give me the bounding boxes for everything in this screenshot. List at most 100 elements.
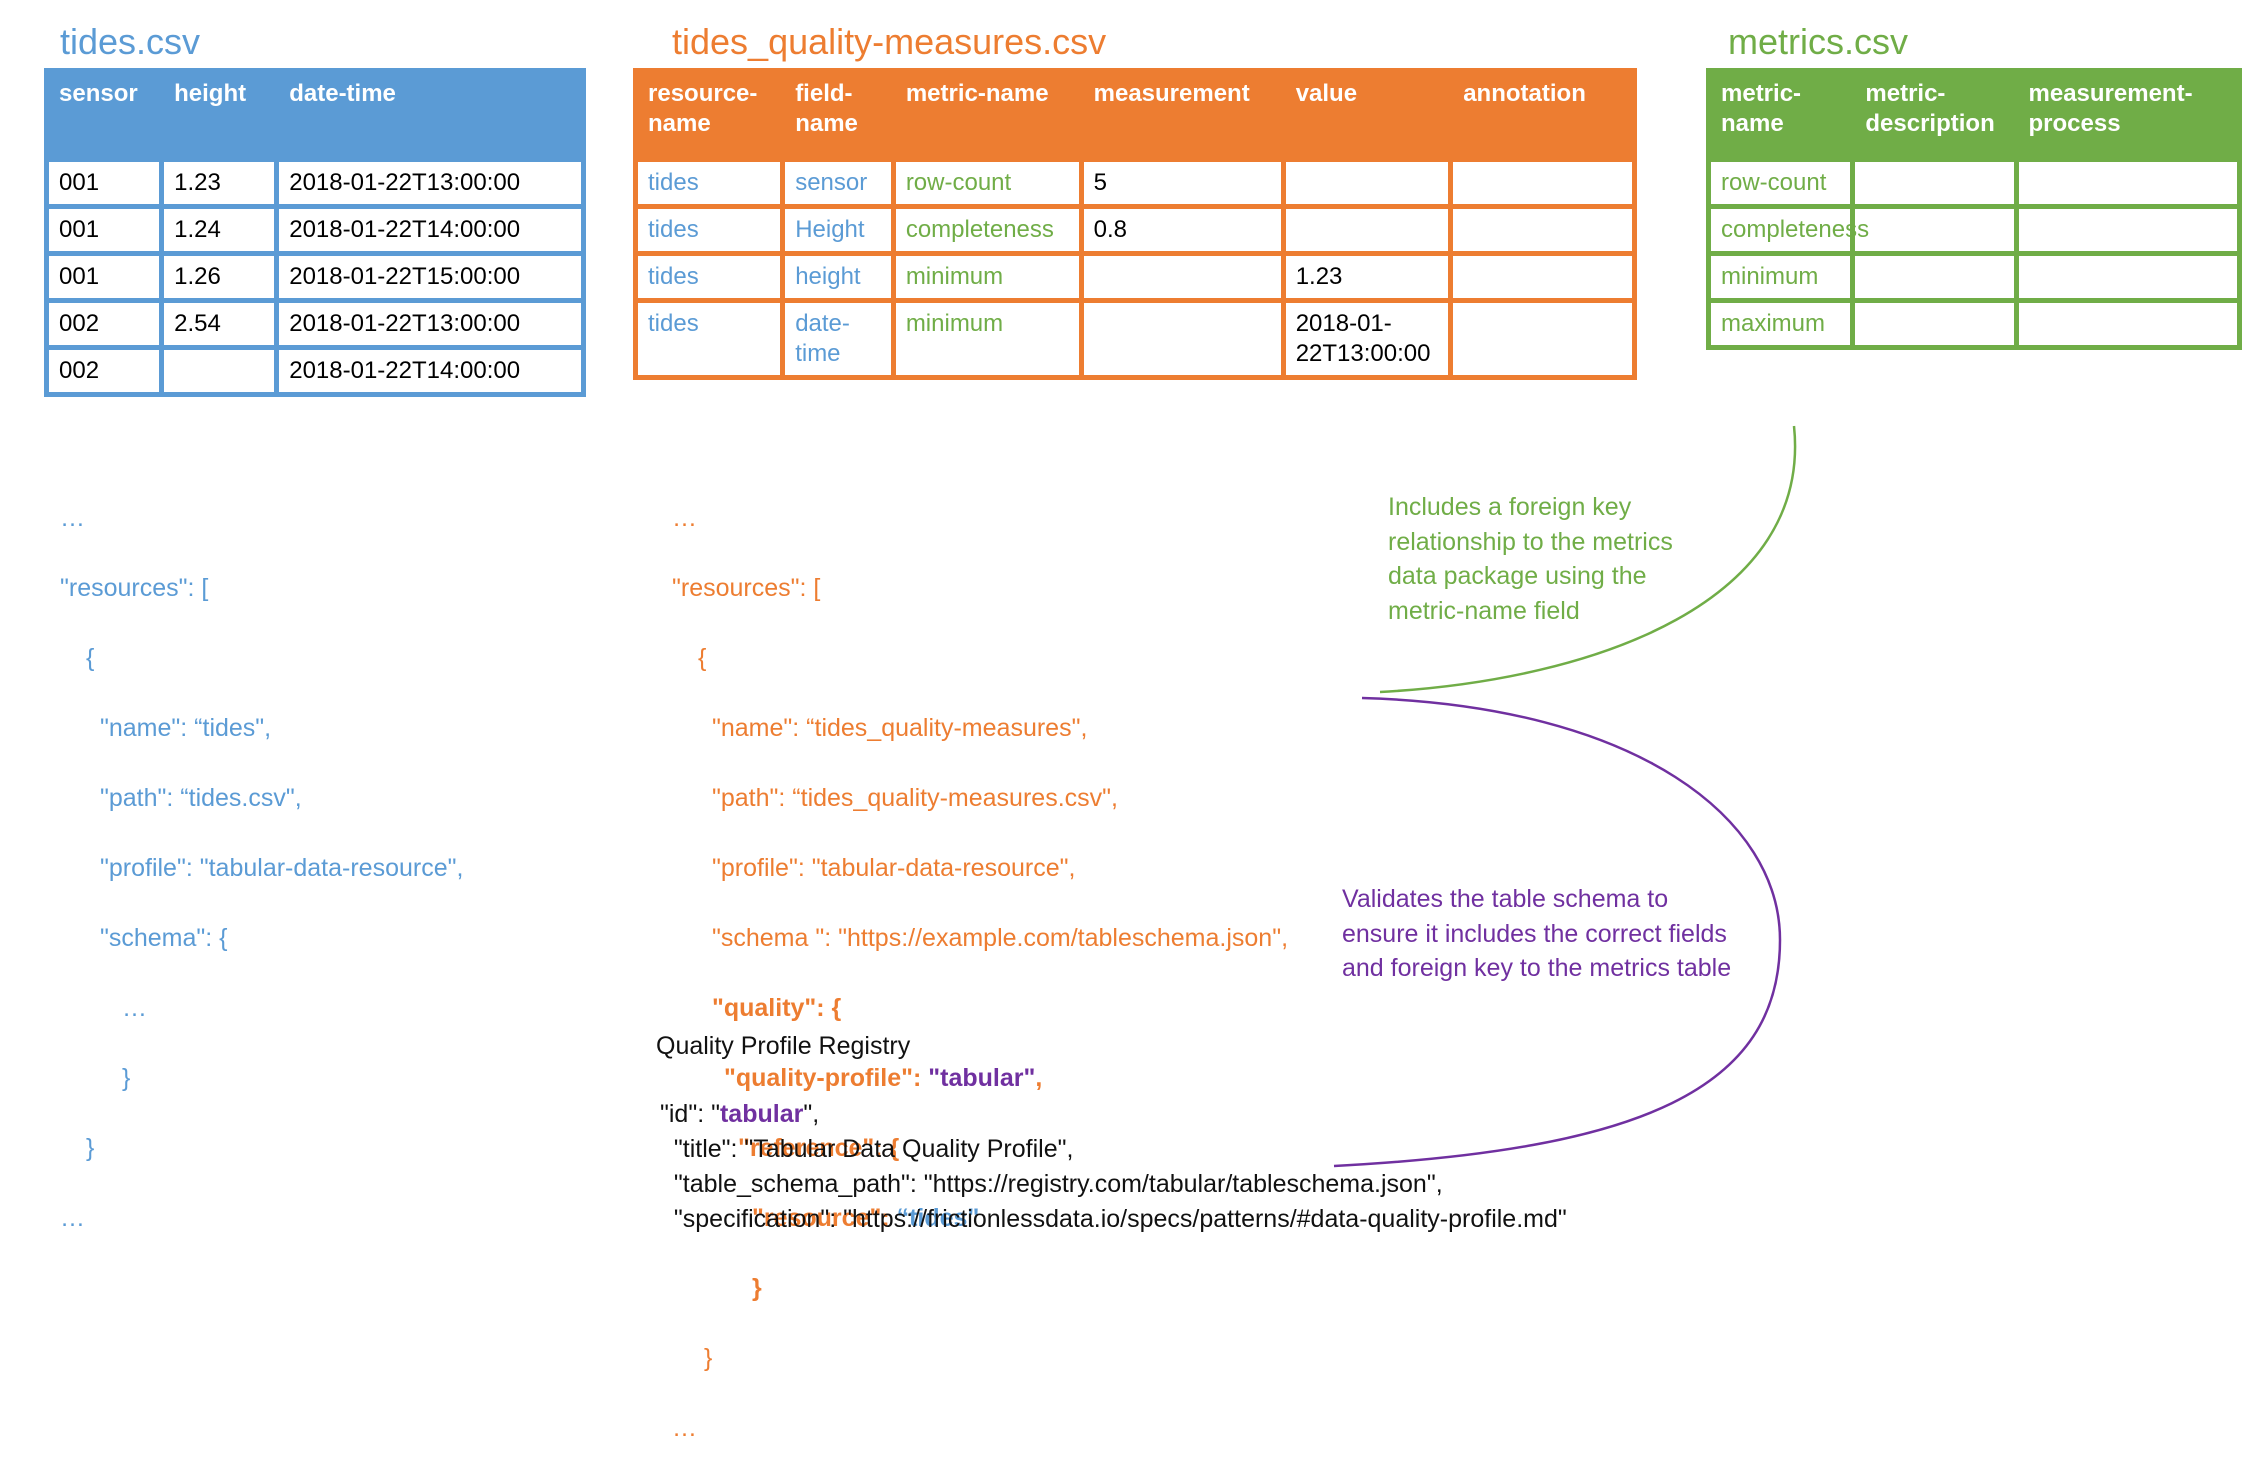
table-cell: 2018-01-22T15:00:00 [279, 256, 581, 298]
code-line: } [752, 1274, 762, 1302]
table-cell: 1.23 [1285, 256, 1449, 298]
note-line: metric-name field [1388, 596, 1580, 625]
table-cell [1453, 303, 1632, 375]
column-header: height [174, 80, 247, 107]
note-line: data package using the [1388, 562, 1647, 590]
note-line: Validates the table schema to [1342, 885, 1669, 913]
table-cell [2018, 162, 2237, 204]
code-line: "resources": [ [672, 574, 821, 602]
code-line: "quality-profile": "tabular", [672, 1061, 1288, 1096]
table-cell: completeness [1711, 209, 1869, 251]
table-cell: 1.26 [164, 256, 275, 298]
table-row: tides sensor row-count 5 [638, 162, 1632, 204]
table-cell: tides [638, 209, 781, 251]
table-cell: tides [638, 303, 781, 375]
table-cell [1453, 209, 1632, 251]
code-line: "path": “tides_quality-measures.csv", [712, 784, 1118, 812]
table-cell [164, 350, 275, 392]
column-header: resource-name [648, 80, 758, 137]
table-row: tides height minimum 1.23 [638, 256, 1632, 298]
code-line: { [86, 644, 95, 672]
table-cell: completeness [895, 209, 1079, 251]
table-cell: minimum [1711, 256, 1851, 298]
table-cell [1285, 162, 1449, 204]
table-cell: 001 [49, 256, 160, 298]
note-line: Includes a foreign key [1388, 493, 1632, 521]
table-cell: row-count [1711, 162, 1851, 204]
note-line: ensure it includes the correct fields [1342, 919, 1727, 948]
table-cell: 002 [49, 303, 160, 345]
table-cell [1855, 162, 2014, 204]
table-cell [1453, 162, 1632, 204]
table-header-row: metric-name metric-description measureme… [1711, 73, 2237, 157]
code-token: “tides" [896, 1204, 980, 1232]
table-row: maximum [1711, 303, 2237, 345]
code-line: … [672, 1414, 697, 1442]
code-token: "resource": [752, 1204, 897, 1232]
code-line: } [122, 1064, 131, 1092]
code-token: "tabular" [928, 1064, 1036, 1092]
code-token: ", [803, 1100, 820, 1128]
table-cell [2018, 209, 2237, 251]
table-cell [2018, 303, 2237, 345]
table-cell: sensor [785, 162, 891, 204]
table-cell: tides [638, 162, 781, 204]
code-token: "quality-profile": [724, 1064, 929, 1092]
table-cell: 1.23 [164, 162, 275, 204]
table-cell: height [785, 256, 891, 298]
table-cell: 0.8 [1083, 209, 1281, 251]
table-row: tides Height completeness 0.8 [638, 209, 1632, 251]
table-cell [1855, 256, 2014, 298]
note-line: and foreign key to the metrics table [1342, 954, 1732, 982]
table-row: completeness [1711, 209, 2237, 251]
column-header: field-name [795, 80, 858, 137]
table-cell [1083, 303, 1281, 375]
code-line: "profile": "tabular-data-resource", [100, 854, 464, 882]
registry-id-line: "id": "tabular", [660, 1100, 819, 1129]
column-header: metric-name [1721, 80, 1802, 137]
table-cell: 2018-01-22T13:00:00 [1285, 303, 1449, 375]
code-line: … [672, 504, 697, 532]
code-line: } [704, 1344, 713, 1372]
column-header: value [1295, 80, 1358, 107]
table-header-row: resource-name field-name metric-name mea… [638, 73, 1632, 157]
table-row: minimum [1711, 256, 2237, 298]
code-token: "id": " [660, 1100, 720, 1128]
table-cell [1855, 303, 2014, 345]
column-header: annotation [1463, 80, 1586, 107]
code-line: "reference": { [738, 1134, 900, 1162]
code-line: { [698, 644, 707, 672]
table-cell [1855, 209, 2014, 251]
table-cell: 001 [49, 209, 160, 251]
table-cell [1285, 209, 1449, 251]
validates-note: Validates the table schema to ensure it … [1342, 882, 1731, 986]
table-cell: maximum [1711, 303, 1851, 345]
table-cell: minimum [895, 256, 1079, 298]
table-cell [2018, 256, 2237, 298]
table-cell: row-count [895, 162, 1079, 204]
registry-title: Quality Profile Registry [656, 1032, 911, 1060]
column-header: measurement-process [2028, 80, 2193, 137]
table-header-row: sensor height date-time [49, 73, 581, 157]
code-line: "schema": { [100, 924, 228, 952]
table-row: 001 1.24 2018-01-22T14:00:00 [49, 209, 581, 251]
connector-lines [1333, 425, 1797, 1168]
code-line: "name": “tides_quality-measures", [712, 714, 1088, 742]
foreign-key-note: Includes a foreign key relationship to t… [1388, 490, 1673, 628]
table-cell: date-time [785, 303, 891, 375]
registry-path-line: "table_schema_path": "https://registry.c… [660, 1170, 1443, 1198]
registry-spec-line: "specification": "https://frictionlessda… [660, 1205, 1567, 1233]
quality-table-title: tides_quality-measures.csv [672, 21, 1107, 62]
table-row: row-count [1711, 162, 2237, 204]
metrics-table: metric-name metric-description measureme… [1706, 68, 2242, 350]
validation-connector [1333, 696, 1782, 1168]
column-header: measurement [1093, 80, 1250, 107]
code-line: "path": “tides.csv", [100, 784, 302, 812]
table-cell: Height [785, 209, 891, 251]
code-line: … [122, 994, 147, 1022]
code-line: "resource": “tides" [672, 1201, 1288, 1236]
code-line: "profile": "tabular-data-resource", [712, 854, 1076, 882]
metrics-table-title: metrics.csv [1728, 21, 1908, 62]
table-cell: 001 [49, 162, 160, 204]
code-line: } [86, 1134, 95, 1162]
